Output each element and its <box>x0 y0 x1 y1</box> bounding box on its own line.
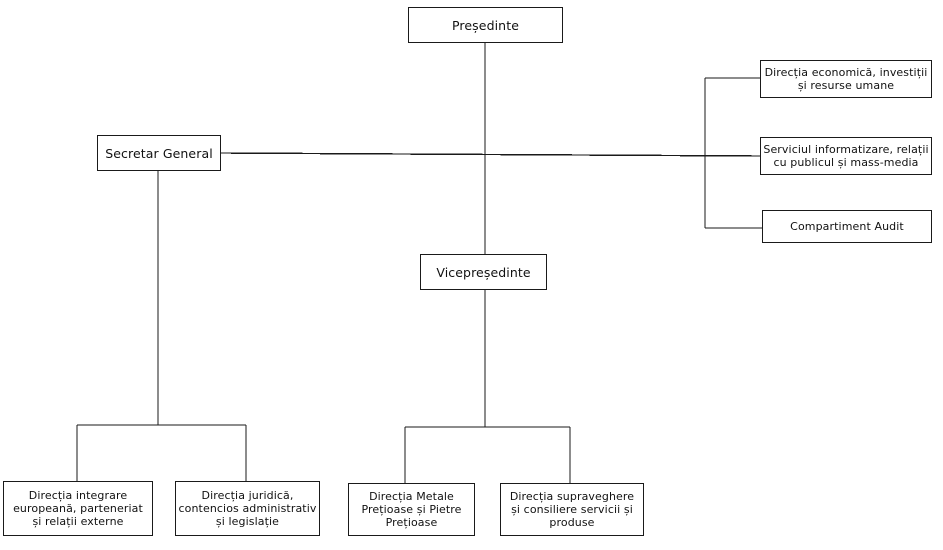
node-directia-supraveghere-label: Direcția supraveghere și consiliere serv… <box>509 490 635 529</box>
node-vicepresedinte-label: Vicepreședinte <box>436 264 531 280</box>
node-directia-supraveghere: Direcția supraveghere și consiliere serv… <box>500 483 644 536</box>
node-compartiment-audit-label: Compartiment Audit <box>790 220 904 233</box>
node-compartiment-audit: Compartiment Audit <box>762 210 932 243</box>
node-directia-metale-pretioase: Direcția Metale Prețioase și Pietre Preț… <box>348 483 475 536</box>
node-serviciul-informatizare: Serviciul informatizare, relații cu publ… <box>760 137 932 175</box>
node-serviciul-informatizare-label: Serviciul informatizare, relații cu publ… <box>763 143 929 169</box>
node-secretar-general-label: Secretar General <box>105 145 213 161</box>
node-vicepresedinte: Vicepreședinte <box>420 254 547 290</box>
connector-secretar-right-branch <box>220 152 761 157</box>
node-presedinte-label: Președinte <box>452 17 519 33</box>
node-directia-integrare: Direcția integrare europeană, parteneria… <box>3 481 153 536</box>
node-directia-juridica-label: Direcția juridică, contencios administra… <box>178 489 317 528</box>
node-directia-metale-pretioase-label: Direcția Metale Prețioase și Pietre Preț… <box>361 490 462 529</box>
node-directia-integrare-label: Direcția integrare europeană, parteneria… <box>13 489 143 528</box>
node-directia-economica-label: Direcția economică, investiții și resurs… <box>764 66 928 92</box>
node-presedinte: Președinte <box>408 7 563 43</box>
node-secretar-general: Secretar General <box>97 135 221 171</box>
node-directia-economica: Direcția economică, investiții și resurs… <box>760 60 932 98</box>
node-directia-juridica: Direcția juridică, contencios administra… <box>175 481 320 536</box>
